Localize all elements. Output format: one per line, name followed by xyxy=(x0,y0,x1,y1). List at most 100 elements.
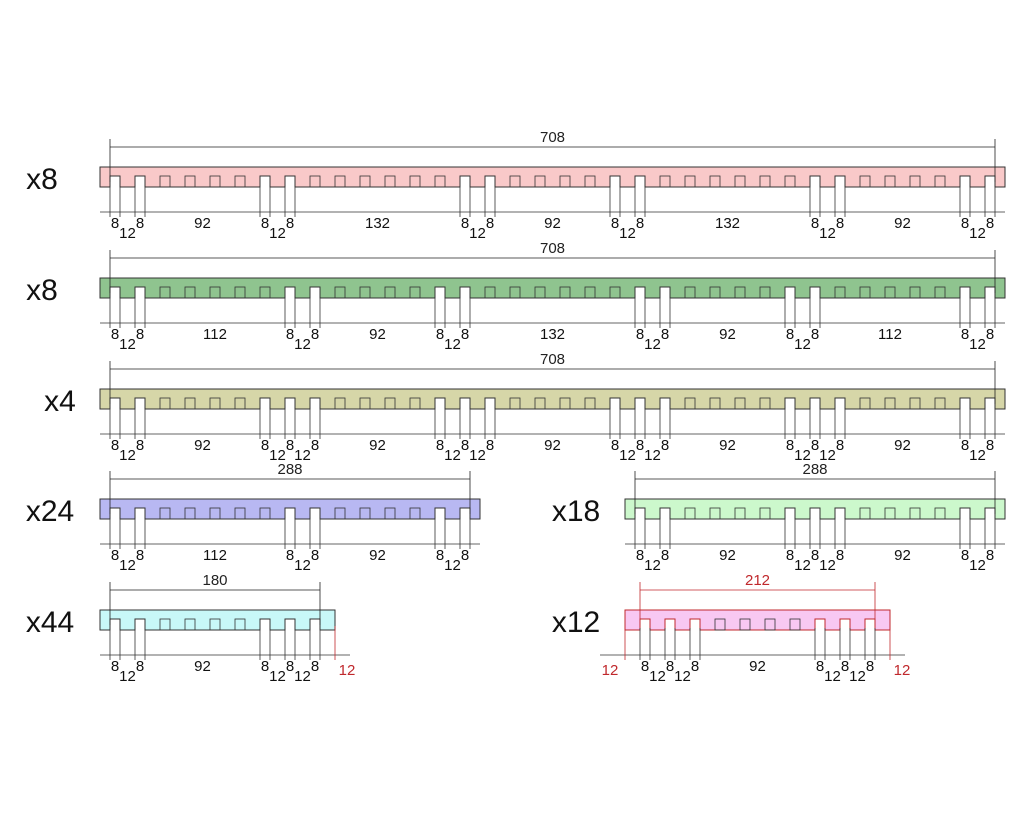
quantity-label: x8 xyxy=(26,274,58,307)
spacing-label: 92 xyxy=(894,547,911,564)
closed-slot xyxy=(884,397,896,410)
closed-slot xyxy=(484,286,496,299)
slot-width-label: 8 xyxy=(661,547,669,564)
slot-width-label: 8 xyxy=(811,215,819,232)
closed-slot xyxy=(384,175,396,188)
closed-slot xyxy=(184,618,196,631)
closed-slot xyxy=(709,286,721,299)
closed-slot xyxy=(334,175,346,188)
closed-slot xyxy=(609,286,621,299)
slot-width-label: 8 xyxy=(111,547,119,564)
slot-gap-label: 12 xyxy=(819,557,836,574)
spacing-label: 132 xyxy=(540,326,565,343)
closed-slot xyxy=(184,286,196,299)
slot-width-label: 8 xyxy=(461,215,469,232)
spacing-label: 92 xyxy=(194,658,211,675)
slot-gap-label: 12 xyxy=(119,668,136,685)
closed-slot xyxy=(909,286,921,299)
closed-slot xyxy=(259,507,271,520)
slot-width-label: 8 xyxy=(661,437,669,454)
spacing-label: 92 xyxy=(194,215,211,232)
slot-width-label: 8 xyxy=(786,326,794,343)
closed-slot xyxy=(209,507,221,520)
slot-gap-label: 12 xyxy=(649,668,666,685)
slot-width-label: 8 xyxy=(666,658,674,675)
closed-slot xyxy=(334,286,346,299)
quantity-label: x12 xyxy=(552,606,600,639)
length-label: 708 xyxy=(540,240,565,257)
closed-slot xyxy=(309,175,321,188)
slot-width-label: 8 xyxy=(636,326,644,343)
slot-gap-label: 12 xyxy=(269,668,286,685)
closed-slot xyxy=(684,286,696,299)
closed-slot xyxy=(584,286,596,299)
slot-width-label: 8 xyxy=(961,437,969,454)
spacing-label: 112 xyxy=(878,326,902,343)
part-body xyxy=(624,609,891,631)
closed-slot xyxy=(834,286,846,299)
slot-width-label: 8 xyxy=(136,326,144,343)
closed-slot xyxy=(559,286,571,299)
slot-width-label: 8 xyxy=(286,215,294,232)
slot-width-label: 8 xyxy=(986,547,994,564)
slot-width-label: 8 xyxy=(286,437,294,454)
spacing-label: 112 xyxy=(203,547,227,564)
closed-slot xyxy=(509,175,521,188)
closed-slot xyxy=(159,618,171,631)
closed-slot xyxy=(734,286,746,299)
slot-width-label: 8 xyxy=(311,547,319,564)
spacing-label: 92 xyxy=(894,437,911,454)
spacing-label: 92 xyxy=(719,326,736,343)
part-body xyxy=(99,498,481,520)
closed-slot xyxy=(759,397,771,410)
part-body xyxy=(99,609,336,631)
slot-gap-label: 12 xyxy=(819,447,836,464)
slot-gap-label: 12 xyxy=(269,447,286,464)
slot-gap-label: 12 xyxy=(269,225,286,242)
closed-slot xyxy=(159,175,171,188)
slot-width-label: 8 xyxy=(636,437,644,454)
slot-width-label: 8 xyxy=(486,215,494,232)
closed-slot xyxy=(709,397,721,410)
closed-slot xyxy=(739,618,751,631)
closed-slot xyxy=(434,175,446,188)
slot-width-label: 8 xyxy=(961,326,969,343)
closed-slot xyxy=(384,286,396,299)
closed-slot xyxy=(234,286,246,299)
closed-slot xyxy=(409,286,421,299)
slot-width-label: 8 xyxy=(436,437,444,454)
closed-slot xyxy=(584,397,596,410)
quantity-label: x4 xyxy=(44,385,76,418)
end-margin-label: 12 xyxy=(602,662,619,679)
closed-slot xyxy=(859,175,871,188)
slot-width-label: 8 xyxy=(836,215,844,232)
closed-slot xyxy=(559,397,571,410)
slot-gap-label: 12 xyxy=(619,225,636,242)
closed-slot xyxy=(259,286,271,299)
closed-slot xyxy=(509,286,521,299)
part-row-1: x8 xyxy=(26,139,1006,217)
closed-slot xyxy=(209,286,221,299)
part-row-6: x44 xyxy=(26,582,350,660)
closed-slot xyxy=(534,286,546,299)
quantity-label: x44 xyxy=(26,606,74,639)
spacing-label: 92 xyxy=(369,547,386,564)
slot-gap-label: 12 xyxy=(444,447,461,464)
closed-slot xyxy=(934,286,946,299)
quantity-label: x18 xyxy=(552,495,600,528)
spacing-label: 112 xyxy=(203,326,227,343)
slot-width-label: 8 xyxy=(866,658,874,675)
length-label: 288 xyxy=(277,461,302,478)
slot-gap-label: 12 xyxy=(969,225,986,242)
slot-width-label: 8 xyxy=(136,658,144,675)
slot-width-label: 8 xyxy=(111,658,119,675)
slot-width-label: 8 xyxy=(311,326,319,343)
slot-gap-label: 12 xyxy=(794,557,811,574)
length-label: 212 xyxy=(745,572,770,589)
closed-slot xyxy=(359,397,371,410)
end-margin-label: 12 xyxy=(894,662,911,679)
part-body xyxy=(624,498,1006,520)
slot-width-label: 8 xyxy=(436,326,444,343)
spacing-label: 132 xyxy=(365,215,390,232)
